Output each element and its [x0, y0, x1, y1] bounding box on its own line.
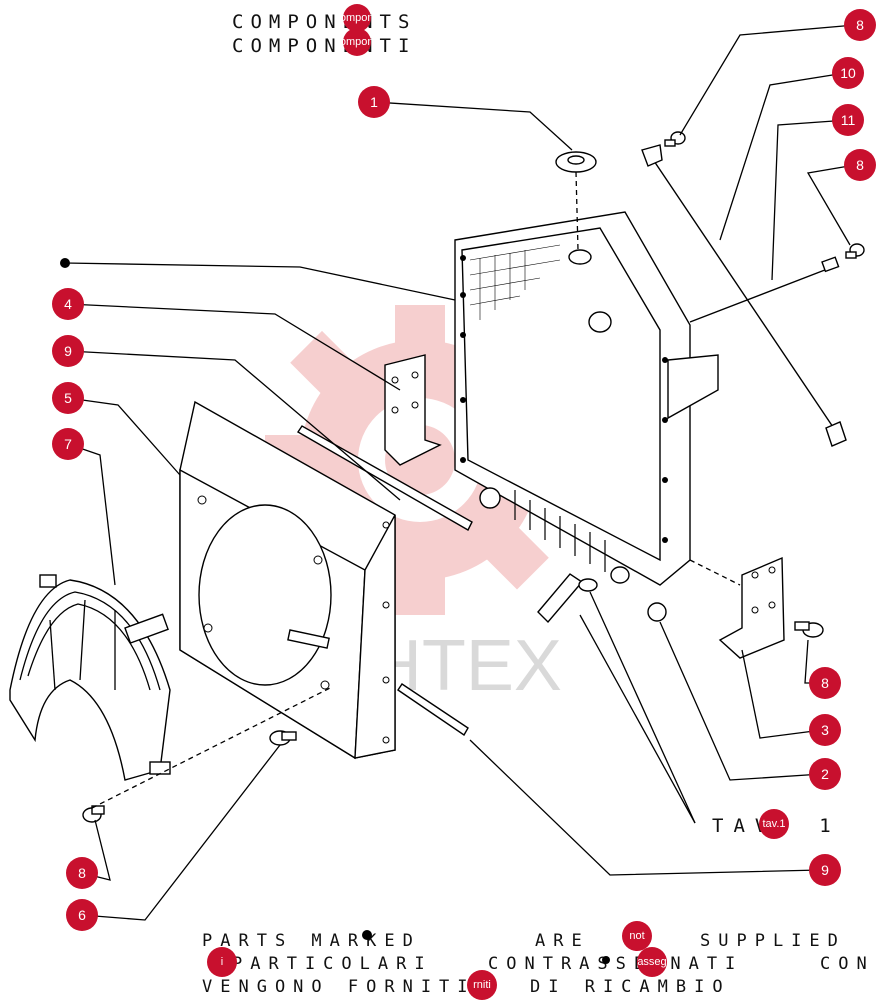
svg-text:4: 4 [64, 296, 72, 312]
callouts: 1 4 9 5 7 8 10 11 8 8 3 2 9 8 6 [52, 9, 876, 931]
bracket-4 [384, 354, 442, 466]
seal-strip-lower [397, 683, 469, 737]
callout-8-lower-right: 8 [809, 667, 841, 699]
footer-line-3a: VENGONO FORNITI [202, 977, 476, 997]
callout-1: 1 [358, 86, 390, 118]
callout-8-right: 8 [844, 149, 876, 181]
callout-8-top: 8 [844, 9, 876, 41]
footer-line-2c: CON [820, 954, 875, 974]
svg-text:tav.1: tav.1 [762, 818, 785, 830]
header-badge: compone compone [334, 4, 380, 56]
footer-line-2a: PARTICOLARI [232, 954, 433, 974]
svg-text:6: 6 [78, 907, 86, 923]
svg-text:i: i [221, 956, 223, 968]
callout-4: 4 [52, 288, 84, 320]
fan-guard [9, 574, 171, 781]
callout-5: 5 [52, 382, 84, 414]
svg-text:9: 9 [821, 862, 829, 878]
footer-line-1c: SUPPLIED [700, 931, 846, 951]
bolt-8-top [664, 131, 865, 259]
bolt-6 [269, 730, 297, 746]
callout-3: 3 [809, 714, 841, 746]
footer-line-1b: ARE [535, 931, 590, 951]
svg-text:8: 8 [856, 17, 864, 33]
stay-rods [641, 144, 847, 447]
svg-text:asseg: asseg [637, 956, 666, 968]
svg-text:11: 11 [841, 112, 856, 128]
svg-text:8: 8 [856, 157, 864, 173]
footer-marker-dot [362, 930, 372, 940]
svg-text:compone: compone [334, 36, 379, 48]
footer-line-3b: DI RICAMBIO [530, 977, 731, 997]
bracket-3 [689, 556, 785, 659]
callout-2: 2 [809, 758, 841, 790]
footer-marker-dot-2 [602, 956, 610, 964]
radiator [454, 211, 719, 586]
header-line-1: COMPONENTS [232, 11, 416, 33]
svg-text:7: 7 [64, 436, 72, 452]
svg-text:8: 8 [78, 865, 86, 881]
bolt-8-lower-left [82, 687, 331, 823]
svg-text:1: 1 [370, 94, 378, 110]
callout-11: 11 [832, 104, 864, 136]
callout-8-lower-left: 8 [66, 857, 98, 889]
callout-6: 6 [66, 899, 98, 931]
radiator-cap [555, 151, 597, 251]
svg-text:5: 5 [64, 390, 72, 406]
callout-7: 7 [52, 428, 84, 460]
svg-text:compone: compone [334, 12, 379, 24]
header-line-2: COMPONENTI [232, 35, 416, 57]
svg-text:8: 8 [821, 675, 829, 691]
svg-text:3: 3 [821, 722, 829, 738]
svg-text:rniti: rniti [473, 979, 491, 991]
seal-strip-upper [297, 425, 473, 531]
svg-text:2: 2 [821, 766, 829, 782]
callout-9-bottom: 9 [809, 854, 841, 886]
callout-10: 10 [832, 57, 864, 89]
svg-text:9: 9 [64, 343, 72, 359]
marker-dot [60, 258, 70, 268]
bolt-8-right [794, 621, 824, 638]
footer-notes: PARTS MARKED ARE SUPPLIED PARTICOLARI CO… [202, 930, 875, 997]
hose-parts [537, 573, 667, 624]
svg-text:not: not [629, 930, 644, 942]
tav-badge: tav.1 [759, 809, 789, 839]
footer-line-2b: CONTRASSEGNATI [488, 954, 743, 974]
callout-9-top: 9 [52, 335, 84, 367]
fan-shroud [179, 400, 396, 760]
svg-text:10: 10 [840, 65, 856, 81]
footer-badges: not i asseg rniti [207, 921, 667, 1000]
footer-line-1a: PARTS MARKED [202, 931, 421, 951]
